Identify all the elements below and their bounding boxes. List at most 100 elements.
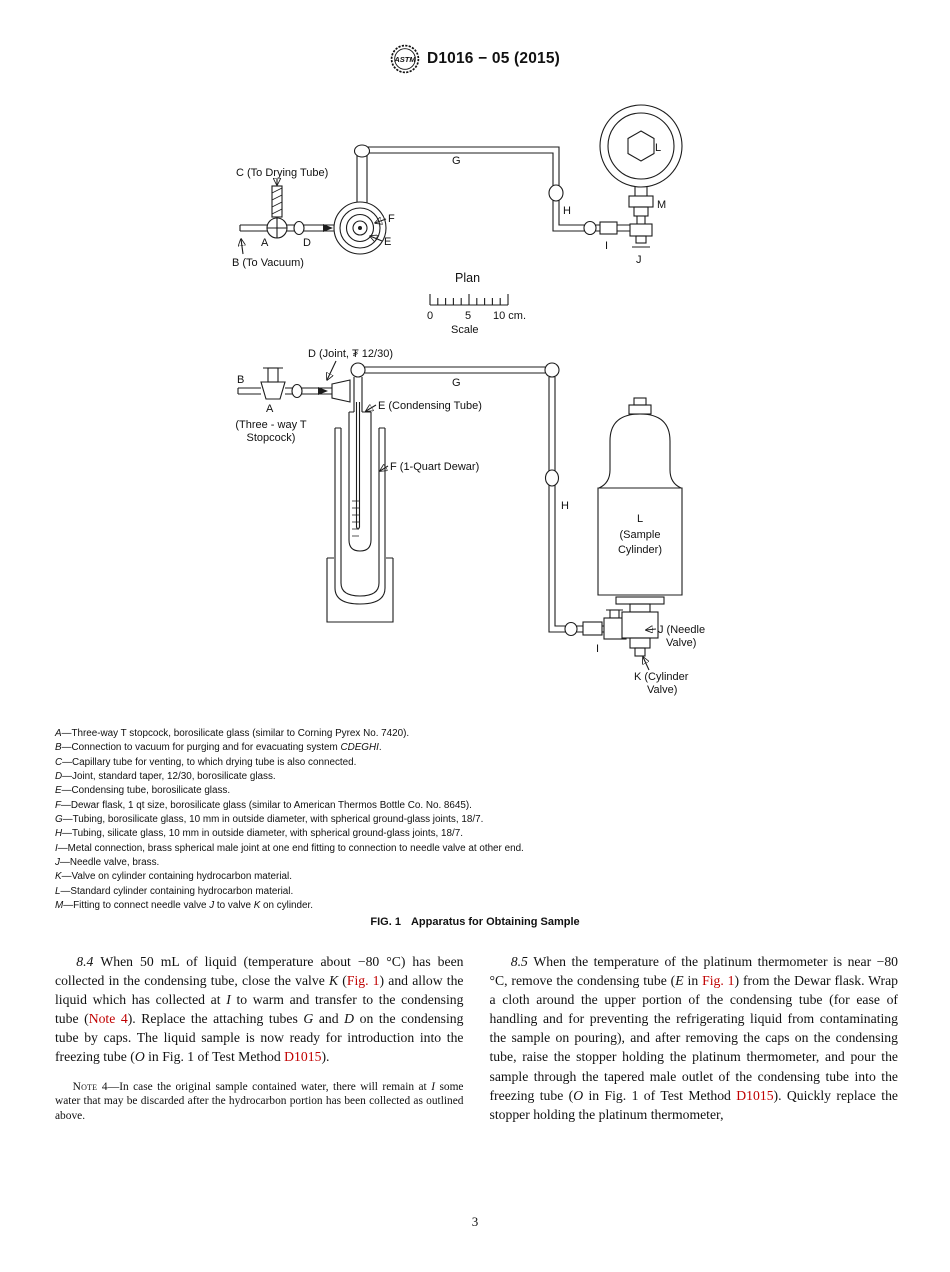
text-segment: Note 4: [72, 1080, 108, 1093]
text-segment: —Needle valve, brass.: [59, 857, 160, 869]
document-header: ASTM D1016 − 05 (2015): [0, 44, 950, 74]
plan-cylinder-top-view: [599, 104, 683, 248]
label-elev-d-joint: D (Joint, ₮ 12/30): [308, 348, 393, 360]
label-elev-a: A: [266, 403, 274, 415]
legend-item-i: I—Metal connection, brass spherical male…: [55, 842, 900, 856]
text-segment: F: [55, 799, 62, 811]
cross-reference-link[interactable]: D1015: [284, 1049, 322, 1065]
text-segment: —Fitting to connect needle valve: [63, 900, 210, 912]
plan-labels: C (To Drying Tube) B (To Vacuum) A D F E…: [232, 142, 666, 336]
label-elev-l1: L: [637, 513, 643, 525]
text-segment: and: [313, 1011, 345, 1027]
elevation-stopcock: [260, 367, 286, 400]
body-text: 8.4 When 50 mL of liquid (temperature ab…: [55, 952, 898, 1124]
plan-stopcock: [266, 217, 288, 239]
elevation-view: D (Joint, ₮ 12/30) B A (Three - way T St…: [235, 348, 705, 696]
elevation-condensing-tube: [348, 377, 377, 552]
label-elev-l3: Cylinder): [618, 544, 662, 556]
text-segment: ) and allow the liquid which has collect…: [55, 973, 464, 1008]
label-plan-h: H: [563, 205, 571, 217]
text-segment: When 50 mL of liquid (temperature about …: [55, 954, 464, 989]
text-segment: —Connection to vacuum for purging and fo…: [61, 742, 341, 754]
text-segment: —Capillary tube for venting, to which dr…: [62, 756, 357, 768]
note-4: Note 4—In case the original sample conta…: [55, 1080, 464, 1124]
text-segment: some water that may be discarded after t…: [55, 1080, 464, 1122]
page-number: 3: [471, 1214, 479, 1229]
text-segment: E: [675, 973, 684, 989]
label-elev-b: B: [237, 374, 244, 386]
label-plan-l: L: [655, 142, 661, 154]
text-segment: D: [55, 771, 63, 783]
label-plan-i: I: [605, 240, 608, 252]
label-elev-j2: Valve): [666, 637, 696, 649]
text-segment: —Three-way T stopcock, borosilicate glas…: [61, 728, 410, 739]
elevation-valves: [603, 596, 665, 671]
elevation-labels: D (Joint, ₮ 12/30) B A (Three - way T St…: [235, 348, 705, 696]
text-segment: O: [573, 1087, 584, 1103]
text-segment: H: [55, 828, 63, 840]
text-segment: —Joint, standard taper, 12/30, borosilic…: [62, 771, 276, 783]
plan-scale-bar: [429, 294, 509, 306]
label-plan-j: J: [636, 254, 642, 266]
legend-item-h: H—Tubing, silicate glass, 10 mm in outsi…: [55, 827, 900, 841]
text-segment: in: [683, 973, 703, 989]
text-segment: J: [209, 900, 215, 912]
plan-dewar-top-view: [333, 201, 387, 255]
plan-tubing: [240, 144, 630, 255]
legend-item-j: J—Needle valve, brass.: [55, 856, 900, 870]
plan-view: C (To Drying Tube) B (To Vacuum) A D F E…: [232, 104, 683, 336]
cross-reference-link[interactable]: Fig. 1: [346, 973, 380, 989]
text-segment: —Standard cylinder containing hydrocarbo…: [60, 885, 294, 897]
legend-item-c: C—Capillary tube for venting, to which d…: [55, 756, 900, 770]
cross-reference-link[interactable]: Note 4: [88, 1011, 128, 1027]
label-plan-e: E: [384, 236, 391, 248]
text-segment: —Valve on cylinder containing hydrocarbo…: [61, 871, 292, 883]
label-scale-10cm: 10 cm.: [493, 310, 526, 322]
label-plan-m: M: [657, 199, 666, 211]
text-segment: C: [55, 756, 63, 768]
text-segment: —Condensing tube, borosilicate glass.: [61, 785, 231, 797]
elevation-dewar-flask: [326, 427, 394, 623]
text-segment: I: [55, 842, 58, 854]
text-segment: —Tubing, borosilicate glass, 10 mm in ou…: [62, 814, 484, 826]
text-segment: B: [55, 742, 62, 754]
standard-designation: D1016 − 05 (2015): [426, 50, 561, 67]
label-elev-i: I: [596, 643, 599, 655]
text-segment: to valve: [214, 900, 254, 912]
cross-reference-link[interactable]: Fig. 1: [702, 973, 735, 989]
label-elev-l2: (Sample: [620, 529, 661, 541]
figure-title: Apparatus for Obtaining Sample: [410, 916, 580, 928]
text-segment: ) from the Dewar flask. Wrap a cloth aro…: [489, 973, 899, 1103]
label-plan-g: G: [452, 155, 461, 167]
text-segment: —Tubing, silicate glass, 10 mm in outsid…: [62, 828, 464, 840]
legend-item-l: L—Standard cylinder containing hydrocarb…: [55, 885, 900, 899]
text-segment: D: [344, 1011, 355, 1027]
text-segment: ). Quickly replace the stopper holding t…: [489, 1087, 899, 1122]
text-segment: CDEGHI: [340, 742, 379, 754]
label-scale-0: 0: [427, 310, 433, 322]
elevation-tubing: [237, 360, 616, 637]
legend-item-m: M—Fitting to connect needle valve J to v…: [55, 899, 900, 913]
right-column: 8.5 When the temperature of the platinum…: [490, 952, 899, 1124]
label-plan-b: B (To Vacuum): [232, 257, 304, 269]
text-segment: L: [55, 885, 61, 897]
label-elev-e: E (Condensing Tube): [378, 400, 482, 412]
text-segment: 8.4: [76, 954, 101, 969]
text-segment: M: [55, 900, 64, 912]
text-segment: G: [55, 814, 63, 826]
legend-item-g: G—Tubing, borosilicate glass, 10 mm in o…: [55, 813, 900, 827]
paragraph-8-4: 8.4 When 50 mL of liquid (temperature ab…: [55, 952, 464, 1067]
text-segment: A: [55, 728, 62, 739]
text-segment: O: [134, 1049, 145, 1065]
text-segment: E: [55, 785, 62, 797]
text-segment: —Metal connection, brass spherical male …: [57, 842, 524, 854]
text-segment: 8.5: [510, 954, 534, 969]
paragraph-8-5: 8.5 When the temperature of the platinum…: [490, 952, 899, 1124]
text-segment: in Fig. 1 of Test Method: [144, 1049, 285, 1065]
label-plan-c: C (To Drying Tube): [236, 167, 328, 179]
cross-reference-link[interactable]: D1015: [736, 1087, 774, 1103]
label-elev-g: G: [452, 377, 461, 389]
label-plan-title: Plan: [455, 271, 480, 285]
astm-logo-text: ASTM: [393, 55, 416, 64]
